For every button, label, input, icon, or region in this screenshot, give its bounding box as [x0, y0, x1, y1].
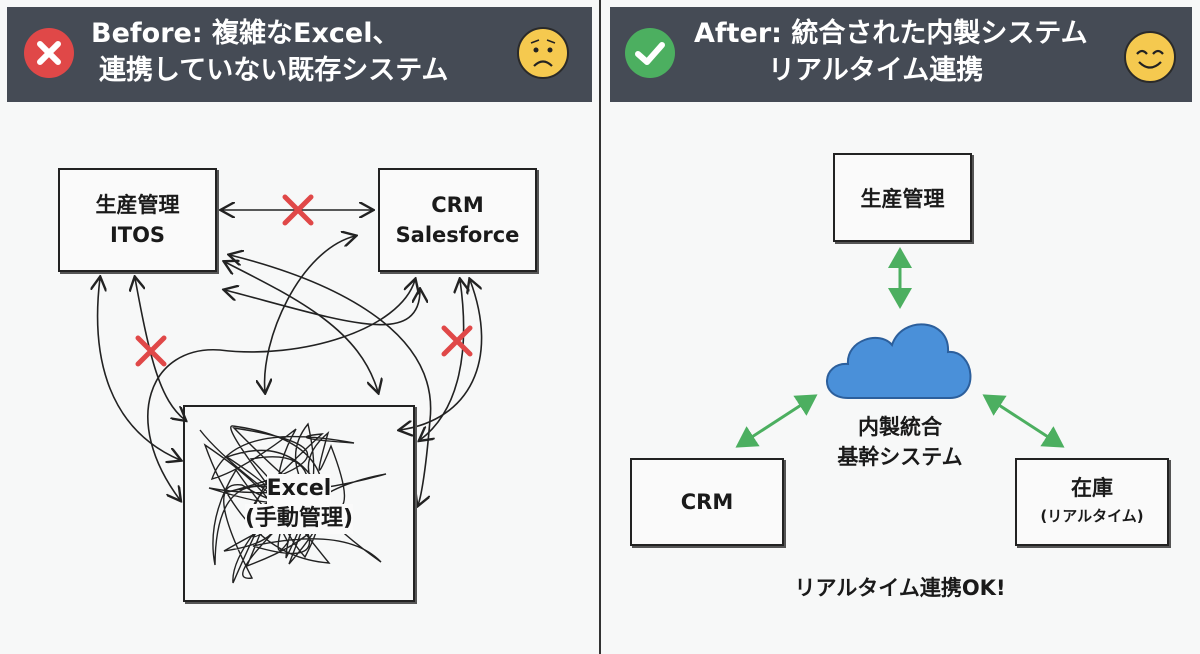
green-check-icon — [625, 28, 675, 78]
node-sublabel: (リアルタイム) — [1040, 507, 1144, 525]
node-label: Excel — [266, 473, 332, 504]
before-title-line2: 連携していない既存システム — [99, 55, 449, 86]
smiling-face-icon — [1124, 31, 1176, 83]
node-inventory: 在庫 (リアルタイム) — [1015, 458, 1169, 546]
node-label: Salesforce — [395, 223, 520, 247]
core-line2: 基幹システム — [837, 445, 963, 469]
node-production-itos: 生産管理 ITOS — [58, 168, 217, 272]
node-after-production: 生産管理 — [833, 153, 972, 242]
broken-link-x-icons — [135, 194, 473, 367]
node-excel: Excel (手動管理) — [183, 405, 415, 602]
after-title-line2: リアルタイム連携 — [768, 55, 984, 86]
node-after-crm: CRM — [630, 458, 784, 546]
scribble-line — [199, 422, 387, 584]
node-label: 在庫 — [1071, 476, 1113, 500]
before-header: Before: 複雑なExcel、 連携していない既存システム — [7, 7, 592, 102]
red-x-icon — [24, 28, 74, 78]
panel-divider — [599, 0, 601, 654]
node-label: 生産管理 — [95, 193, 180, 217]
node-label: ITOS — [109, 223, 166, 247]
after-title-line1: After: 統合された内製システム — [694, 18, 1088, 49]
node-label: 生産管理 — [860, 186, 945, 211]
core-line1: 内製統合 — [858, 415, 942, 439]
realtime-arrows — [735, 247, 1065, 448]
node-label: CRM — [680, 490, 734, 514]
node-crm-salesforce: CRM Salesforce — [378, 168, 537, 272]
footer-text: リアルタイム連携OK! — [794, 576, 1006, 600]
core-system-label: 内製統合 基幹システム — [830, 412, 970, 472]
node-label: (手動管理) — [244, 503, 354, 534]
cloud-icon — [826, 323, 972, 399]
node-label: CRM — [431, 193, 484, 217]
before-title-line1: Before: 複雑なExcel、 — [91, 18, 400, 49]
excel-scribble — [199, 422, 387, 584]
after-header: After: 統合された内製システム リアルタイム連携 — [610, 7, 1192, 102]
worried-face-icon — [517, 27, 569, 79]
